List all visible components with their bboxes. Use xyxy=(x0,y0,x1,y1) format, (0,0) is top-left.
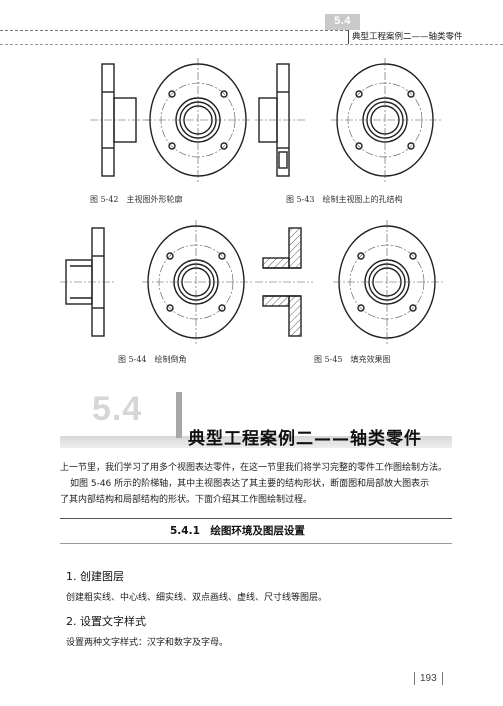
subsection-rule-bottom xyxy=(60,543,452,544)
figure-5-43-caption: 图 5-43 绘制主视图上的孔结构 xyxy=(286,195,403,204)
header-title: 典型工程案例二——轴类零件 xyxy=(352,32,463,42)
page-number: 193 xyxy=(420,673,437,684)
figure-5-42 xyxy=(60,52,260,187)
step-2-heading: 2. 设置文字样式 xyxy=(66,615,146,628)
header-rule xyxy=(0,30,348,31)
header-divider xyxy=(348,30,349,44)
header-section-number: 5.4 xyxy=(334,15,351,27)
section-title: 典型工程案例二——轴类零件 xyxy=(188,429,422,449)
step-1-text: 创建粗实线、中心线、细实线、双点画线、虚线、尺寸线等图层。 xyxy=(66,593,328,603)
subsection-rule-top xyxy=(60,518,452,519)
figure-5-42-caption: 图 5-42 主视图外形轮廓 xyxy=(90,195,183,204)
figure-5-44-drawing xyxy=(60,220,252,344)
figure-5-43-drawing xyxy=(255,58,441,182)
subsection-title: 5.4.1 绘图环境及图层设置 xyxy=(170,525,305,537)
header-tab xyxy=(325,14,360,30)
figure-5-44 xyxy=(60,216,260,348)
figure-5-43 xyxy=(255,52,455,187)
section-number: 5.4 xyxy=(92,390,143,428)
intro-line-1: 上一节里，我们学习了用多个视图表达零件，在这一节里我们将学习完整的零件工作图绘制… xyxy=(60,463,448,473)
page-number-bar-right xyxy=(442,672,443,685)
figure-5-45-caption: 图 5-45 填充效果图 xyxy=(314,355,391,364)
intro-line-3: 了其内部结构和局部结构的形状。下面介绍其工作图绘制过程。 xyxy=(60,495,313,505)
figure-5-44-caption: 图 5-44 绘制倒角 xyxy=(118,355,187,364)
figure-5-42-drawing xyxy=(90,58,252,182)
header-rule-bottom xyxy=(0,44,503,45)
figure-5-45 xyxy=(255,216,455,348)
intro-line-2: 如图 5-46 所示的阶梯轴，其中主视图表达了其主要的结构形状，断面图和局部放大… xyxy=(70,479,430,489)
section-banner-bar xyxy=(60,436,452,448)
step-2-text: 设置两种文字样式：汉字和数字及字母。 xyxy=(66,638,229,648)
section-divider xyxy=(176,392,182,438)
figure-5-45-drawing xyxy=(255,220,445,344)
step-1-heading: 1. 创建图层 xyxy=(66,570,124,583)
page-number-bar-left xyxy=(414,672,415,685)
